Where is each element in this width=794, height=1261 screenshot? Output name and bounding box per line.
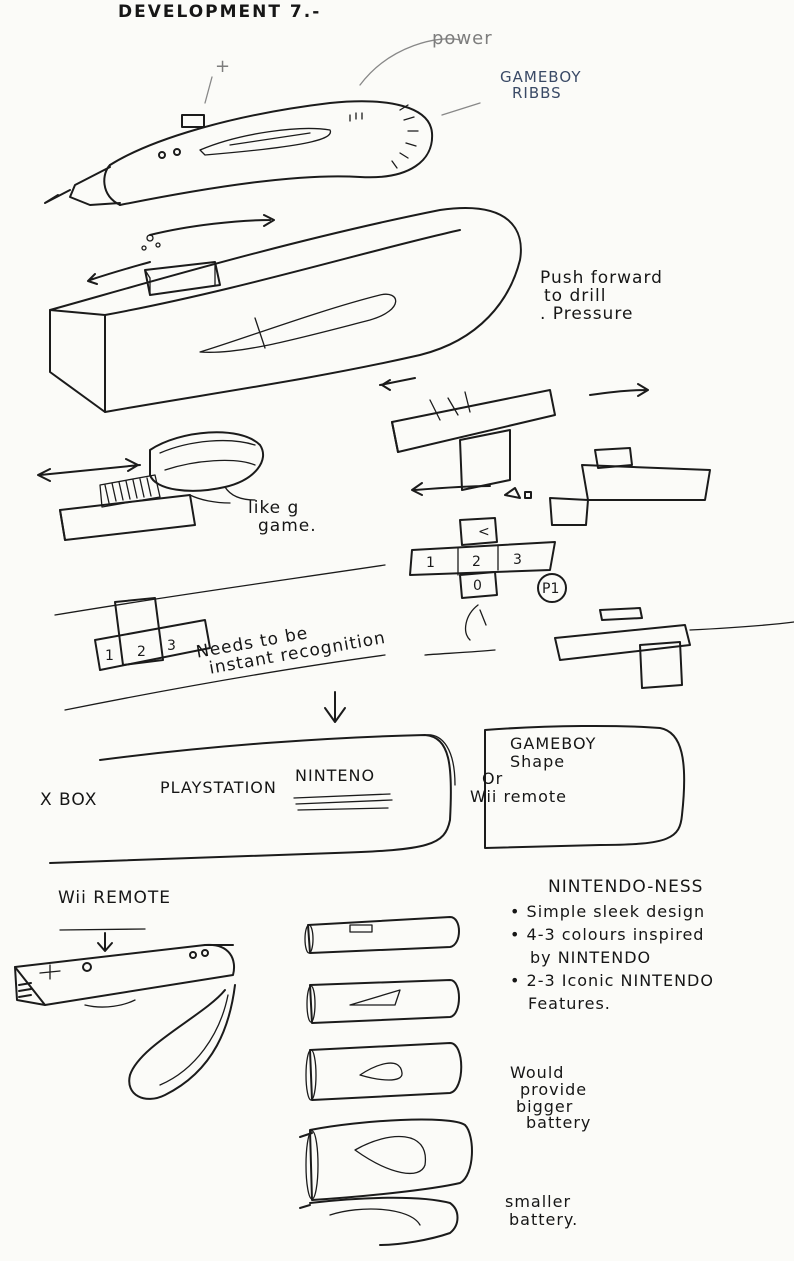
push-forward-line-1: Push forward: [540, 268, 663, 288]
bullet-2-cont: by NINTENDO: [530, 946, 714, 969]
brand-xbox: X BOX: [40, 790, 98, 810]
would-provide-line-1: Would: [510, 1063, 565, 1082]
shape-line-gameboy: GAMEBOY: [510, 734, 597, 753]
like-game-note: like g game.: [248, 498, 317, 536]
like-game-line-2: game.: [258, 515, 317, 536]
svg-text:<: <: [478, 524, 490, 540]
plus-label: +: [215, 56, 232, 77]
would-provide-line-3: bigger: [516, 1096, 574, 1116]
shape-line-or: Or: [482, 769, 504, 789]
pen-sketch: [44, 38, 481, 206]
gameboy-ribbs-label: GAMEBOY RIBBS: [500, 68, 582, 102]
side-block-sketch: [554, 607, 794, 689]
slider-digit-3: 3: [167, 638, 176, 654]
shape-line-shape: Shape: [510, 751, 566, 771]
shape-box-sketch: [484, 724, 686, 849]
slider-digit-1: 1: [105, 648, 114, 664]
like-game-line-1: like g: [248, 498, 300, 518]
bullet-2-cont-text: by NINTENDO: [530, 948, 652, 968]
slider-cap-sketch: [37, 431, 265, 541]
dpad-digit-2: 2: [472, 554, 481, 570]
would-provide-line-2: provide: [520, 1079, 588, 1099]
dpad-digit-1: 1: [426, 555, 435, 571]
page-title: DEVELOPMENT 7.-: [118, 2, 322, 22]
battery-shapes-sketch: [299, 916, 473, 1246]
slider-digit-2: 2: [137, 644, 146, 660]
shape-line-wii-remote: Wii remote: [470, 786, 568, 806]
bullet-2-text: 4-3 colours inspired: [526, 924, 705, 944]
p1-label: P1: [542, 581, 559, 597]
gameboy-ribbs-line-1: GAMEBOY: [500, 68, 582, 86]
bullet-2: • 4-3 colours inspired: [510, 924, 705, 944]
gameboy-ribbs-line-2: RIBBS: [512, 83, 562, 102]
nintendo-underline-sketch: [293, 793, 393, 811]
bullet-3-cont: Features.: [528, 992, 714, 1015]
nintendo-ness-list: NINTENDO-NESS • Simple sleek design • 4-…: [510, 875, 714, 1016]
bullet-3-cont-text: Features.: [528, 994, 611, 1014]
smaller-battery-line-2: battery.: [509, 1210, 579, 1230]
shape-box-text: GAMEBOY Shape Or Wii remote: [470, 734, 597, 805]
dpad-digit-3: 3: [513, 552, 522, 568]
brand-nintendo: NINTENO: [295, 766, 376, 785]
push-forward-line-2: to drill: [544, 285, 607, 306]
dpad-digit-0: 0: [473, 578, 482, 594]
smaller-battery-line-1: smaller: [505, 1192, 572, 1211]
would-provide-line-4: battery: [526, 1113, 592, 1133]
push-forward-line-3: . Pressure: [540, 303, 634, 324]
bullet-1-text: Simple sleek design: [526, 901, 706, 921]
brands-box-sketch: [49, 734, 456, 864]
bullet-1: • Simple sleek design: [510, 901, 706, 921]
nintendo-ness-heading: NINTENDO-NESS: [548, 877, 704, 897]
device-body-sketch: [49, 207, 522, 413]
would-provide-note: Would provide bigger battery: [510, 1063, 592, 1133]
bullet-3-text: 2-3 Iconic NINTENDO: [526, 971, 714, 991]
push-forward-note: Push forward to drill . Pressure: [540, 268, 663, 324]
wii-remote-sketch: [14, 928, 236, 1100]
wii-remote-label: Wii REMOTE: [58, 888, 172, 908]
rotating-slider-sketch: 1 2 3: [54, 564, 496, 711]
dpad-block-sketch: < 1 2 3 0 P1: [379, 377, 711, 641]
bullet-3: • 2-3 Iconic NINTENDO: [510, 971, 714, 991]
brand-playstation: PLAYSTATION: [160, 778, 277, 797]
smaller-battery-note: smaller battery.: [505, 1192, 579, 1230]
power-label: power: [432, 28, 493, 49]
down-arrow-icon: [324, 691, 346, 723]
